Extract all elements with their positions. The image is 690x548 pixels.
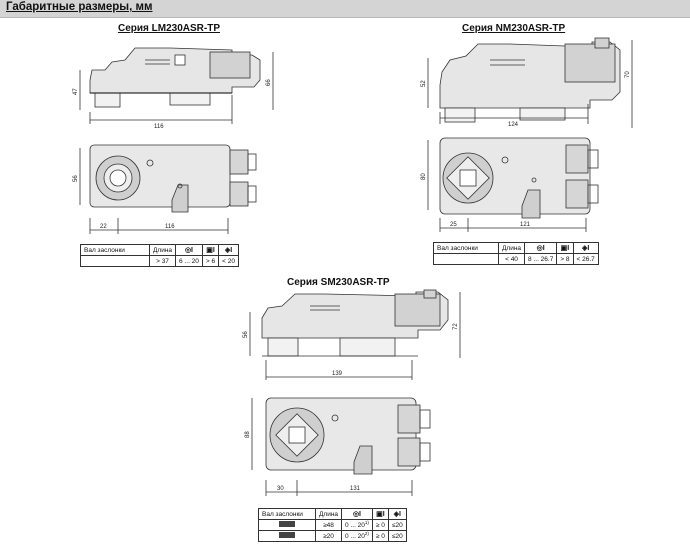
sm-table-row-1: ≥48 0 ... 201) ≥ 0 ≤20 bbox=[258, 519, 407, 531]
round-shaft-icon: ◎I bbox=[536, 245, 545, 252]
sm-dim-side-h1: 56 bbox=[243, 331, 249, 338]
nm-dim-top-w1: 25 bbox=[450, 222, 457, 228]
nm-dim-top-h: 80 bbox=[421, 173, 427, 180]
length-label: Длина bbox=[314, 508, 343, 520]
sm-square-range-2: ≥ 0 bbox=[371, 530, 389, 542]
sm-round-range-1: 0 ... 20 bbox=[345, 522, 365, 530]
nm-dim-side-h2: 70 bbox=[625, 71, 631, 78]
lm-dim-top-w2: 116 bbox=[165, 224, 175, 230]
round-shaft-icon: ◎I bbox=[184, 247, 193, 254]
section-title: Габаритные размеры, мм bbox=[6, 1, 153, 13]
sm-round-range-2: 0 ... 20 bbox=[345, 533, 365, 541]
sm-diamond-range-2: ≤20 bbox=[387, 530, 407, 542]
nm-square-range: > 8 bbox=[556, 253, 574, 265]
nm-dim-top-w2: 121 bbox=[520, 222, 531, 228]
length-label: Длина bbox=[148, 244, 177, 256]
sm-length-1: ≥48 bbox=[314, 519, 343, 531]
sm-round-note-2: 2) bbox=[364, 531, 369, 537]
sm-square-range-1: ≥ 0 bbox=[371, 519, 389, 531]
lm-dim-side-w: 116 bbox=[154, 124, 164, 130]
lm-dim-side-h1: 47 bbox=[73, 88, 79, 95]
lm-dim-top-h: 56 bbox=[73, 175, 79, 182]
lm-top-view bbox=[79, 144, 257, 234]
lm-round-range: 6 ... 20 bbox=[175, 255, 203, 267]
sm-dim-top-w1: 30 bbox=[277, 486, 284, 492]
lm-dim-side-h2: 66 bbox=[266, 79, 272, 86]
shaft-label: Вал заслонки bbox=[433, 242, 499, 254]
sm-series-title: Серия SM230ASR-TP bbox=[287, 277, 390, 288]
nm-top-view bbox=[427, 137, 599, 232]
lm-series-title: Серия LM230ASR-TP bbox=[118, 23, 220, 34]
sm-dim-top-h: 88 bbox=[245, 431, 251, 438]
lm-dim-top-w1: 22 bbox=[100, 224, 107, 230]
shaft-label: Вал заслонки bbox=[258, 508, 316, 520]
sm-dim-side-h2: 72 bbox=[453, 323, 459, 330]
nm-round-range: 8 ... 26.7 bbox=[524, 253, 558, 265]
square-shaft-icon: ▣I bbox=[560, 245, 570, 252]
section-header: Габаритные размеры, мм bbox=[0, 0, 690, 18]
lm-square-range: > 6 bbox=[201, 255, 220, 267]
sm-side-view bbox=[249, 289, 461, 380]
lm-side-view bbox=[79, 47, 274, 124]
diamond-shaft-icon: ◈I bbox=[582, 245, 590, 252]
nm-side-view bbox=[427, 37, 633, 128]
lm-shaft-table: Вал заслонки Длина ◎I ▣I ◈I > 37 6 ... 2… bbox=[80, 244, 239, 267]
sm-shaft-table: Вал заслонки Длина ◎I ▣I ◈I ≥48 0 ... 20… bbox=[258, 508, 407, 542]
diamond-shaft-icon: ◈I bbox=[393, 511, 401, 518]
square-shaft-icon: ▣I bbox=[376, 511, 385, 518]
nm-series-title: Серия NM230ASR-TP bbox=[462, 23, 566, 34]
sm-dim-side-w: 139 bbox=[332, 371, 343, 377]
nm-diamond-range: < 26.7 bbox=[572, 253, 599, 265]
shaft-clamp-icon bbox=[279, 521, 295, 527]
length-label: Длина bbox=[497, 242, 526, 254]
sm-round-note-1: 1) bbox=[364, 520, 369, 526]
sm-diamond-range-1: ≤20 bbox=[387, 519, 407, 531]
nm-dim-side-w: 124 bbox=[508, 122, 519, 128]
sm-top-view bbox=[251, 397, 431, 496]
nm-length: < 40 bbox=[497, 253, 526, 265]
round-shaft-icon: ◎I bbox=[352, 511, 361, 518]
lm-length: > 37 bbox=[148, 255, 177, 267]
nm-shaft-table: Вал заслонки Длина ◎I ▣I ◈I < 40 8 ... 2… bbox=[433, 242, 599, 265]
sm-dim-top-w2: 131 bbox=[350, 486, 361, 492]
lm-diamond-range: < 20 bbox=[218, 255, 239, 267]
shaft-label: Вал заслонки bbox=[80, 244, 150, 256]
nm-dim-side-h1: 52 bbox=[421, 80, 427, 87]
sm-length-2: ≥20 bbox=[314, 530, 343, 542]
sm-table-row-2: ≥20 0 ... 202) ≥ 0 ≤20 bbox=[258, 530, 407, 542]
shaft-clamp-icon bbox=[279, 532, 295, 538]
diamond-shaft-icon: ◈I bbox=[224, 247, 233, 254]
square-shaft-icon: ▣I bbox=[206, 247, 215, 254]
